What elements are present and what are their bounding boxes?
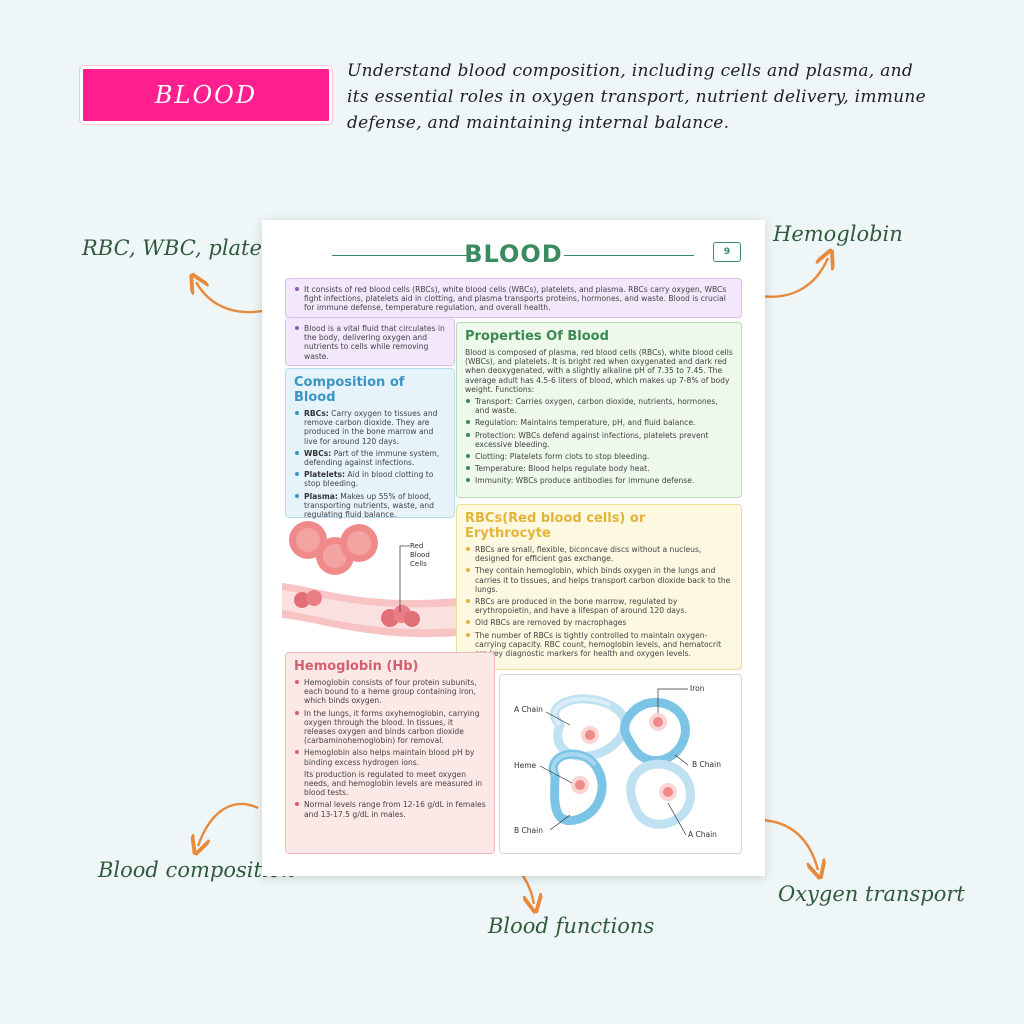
hemoglobin-illustration: Iron A Chain Heme B Chain B Chain A Chai…: [514, 684, 721, 839]
hemoglobin-title: Hemoglobin (Hb): [294, 659, 419, 674]
doc-title: BLOOD: [464, 240, 563, 268]
hemoglobin-item: Its production is regulated to meet oxyg…: [304, 769, 483, 798]
label-b-chain-1: B Chain: [692, 760, 721, 769]
arrow-bottom-left: [198, 802, 259, 846]
arrow-top-right: [759, 258, 828, 298]
rbc-title: RBCs(Red blood cells) or Erythrocyte: [465, 511, 646, 541]
page-number: 9: [713, 242, 741, 262]
properties-item: Protection: WBCs defend against infectio…: [465, 431, 733, 449]
composition-box: Composition of Blood RBCs: Carry oxygen …: [285, 368, 455, 520]
properties-text: Blood is composed of plasma, red blood c…: [465, 348, 733, 394]
label-iron: Iron: [690, 684, 705, 693]
rbc-item: The number of RBCs is tightly controlled…: [465, 631, 733, 659]
heme-groups: [571, 713, 677, 801]
label-heme: Heme: [514, 761, 537, 770]
hemoglobin-illustration-box: Iron A Chain Heme B Chain B Chain A Chai…: [499, 674, 742, 854]
composition-item: Plasma: Makes up 55% of blood, transport…: [294, 492, 446, 520]
properties-item: Temperature: Blood helps regulate body h…: [465, 464, 733, 473]
intro-box: It consists of red blood cells (RBCs), w…: [285, 278, 742, 318]
composition-desc: Makes up 55% of blood, transporting nutr…: [304, 491, 434, 520]
blood-vessel-illustration: Red Blood Cells: [282, 521, 457, 638]
rbc-item: RBCs are small, flexible, biconcave disc…: [465, 545, 733, 563]
vital-box: Blood is a vital fluid that circulates i…: [285, 318, 455, 366]
label-a-chain-1: A Chain: [514, 705, 543, 714]
svg-text:Red Blood Cells: Red Blood Cells: [410, 542, 432, 568]
composition-term: Plasma:: [304, 491, 338, 501]
label-a-chain-2: A Chain: [688, 830, 717, 839]
composition-desc: Part of the immune system, defending aga…: [304, 448, 440, 468]
intro-item: Blood is a vital fluid that circulates i…: [294, 324, 446, 361]
title-badge: BLOOD: [80, 66, 332, 124]
composition-item: WBCs: Part of the immune system, defendi…: [294, 449, 446, 467]
properties-item: Clotting: Platelets form clots to stop b…: [465, 452, 733, 461]
composition-desc: Aid in blood clotting to stop bleeding.: [304, 470, 434, 489]
intro-item: It consists of red blood cells (RBCs), w…: [294, 285, 733, 313]
properties-title: Properties Of Blood: [465, 329, 609, 344]
callout-composition: Blood composition: [98, 858, 295, 882]
title-rule-right: [564, 255, 694, 256]
hemoglobin-box: Hemoglobin (Hb) Hemoglobin consists of f…: [285, 652, 495, 854]
hemoglobin-item: Hemoglobin also helps maintain blood pH …: [294, 748, 486, 767]
composition-term: WBCs:: [304, 448, 332, 458]
rbc-item: They contain hemoglobin, which binds oxy…: [465, 566, 733, 594]
composition-title: Composition of Blood: [294, 375, 405, 405]
rbc-label-3: Cells: [410, 560, 427, 568]
intro-text: Understand blood composition, including …: [347, 61, 927, 133]
composition-item: Platelets: Aid in blood clotting to stop…: [294, 470, 446, 488]
rbc-item: Old RBCs are removed by macrophages: [465, 618, 733, 627]
hemoglobin-item: Hemoglobin consists of four protein subu…: [294, 678, 486, 706]
hemoglobin-item: Normal levels range from 12-16 g/dL in f…: [294, 800, 486, 819]
rbc-box: RBCs(Red blood cells) or Erythrocyte RBC…: [456, 504, 742, 670]
callout-hemoglobin: Hemoglobin: [773, 222, 903, 246]
composition-item: RBCs: Carry oxygen to tissues and remove…: [294, 409, 446, 446]
composition-desc: Carry oxygen to tissues and remove carbo…: [304, 409, 438, 446]
rbc-item: RBCs are produced in the bone marrow, re…: [465, 597, 733, 615]
properties-item: Transport: Carries oxygen, carbon dioxid…: [465, 397, 733, 415]
properties-item: Immunity: WBCs produce antibodies for im…: [465, 476, 733, 485]
document-page: BLOOD 9 It consists of red blood cells (…: [262, 220, 765, 876]
hemoglobin-item: In the lungs, it forms oxyhemoglobin, ca…: [294, 709, 486, 746]
arrow-top-left: [196, 282, 269, 314]
properties-box: Properties Of Blood Blood is composed of…: [456, 322, 742, 498]
composition-term: RBCs:: [304, 409, 329, 418]
arrow-bottom-right: [761, 818, 818, 870]
title-rule-left: [332, 255, 468, 256]
title-badge-text: BLOOD: [154, 81, 258, 109]
callout-oxygen: Oxygen transport: [778, 882, 965, 906]
label-b-chain-2: B Chain: [514, 826, 543, 835]
callout-functions: Blood functions: [488, 914, 655, 938]
rbc-label-2: Blood: [410, 551, 430, 559]
properties-item: Regulation: Maintains temperature, pH, a…: [465, 418, 733, 427]
composition-term: Platelets:: [304, 470, 346, 480]
rbc-label-1: Red: [410, 542, 423, 550]
